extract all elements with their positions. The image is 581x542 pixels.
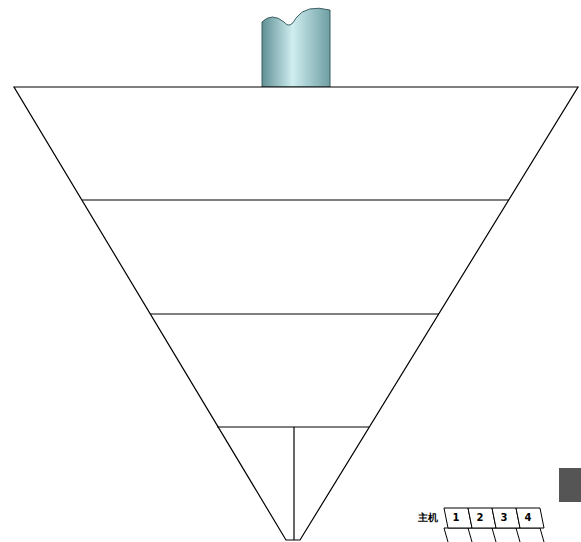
numbered-cell: 3 — [492, 508, 516, 528]
cell-shape — [468, 508, 496, 528]
cell-shape — [444, 508, 472, 528]
section-line — [217, 426, 369, 427]
numbered-cell: 1 — [444, 508, 468, 528]
cell-row-edge — [444, 528, 544, 542]
cell-shape — [516, 508, 544, 528]
cell-shape — [492, 508, 520, 528]
cell-number: 2 — [468, 508, 492, 528]
divider-line — [293, 427, 294, 540]
host-label: 主机 — [418, 512, 438, 524]
numbered-cell: 2 — [468, 508, 492, 528]
pipe — [262, 8, 330, 87]
cell-number: 4 — [516, 508, 540, 528]
section-line — [82, 199, 509, 200]
numbered-cell: 4 — [516, 508, 540, 528]
funnel-outline — [14, 87, 578, 540]
cell-number: 3 — [492, 508, 516, 528]
gray-block — [559, 468, 581, 502]
section-line — [150, 313, 439, 314]
cell-number: 1 — [444, 508, 468, 528]
